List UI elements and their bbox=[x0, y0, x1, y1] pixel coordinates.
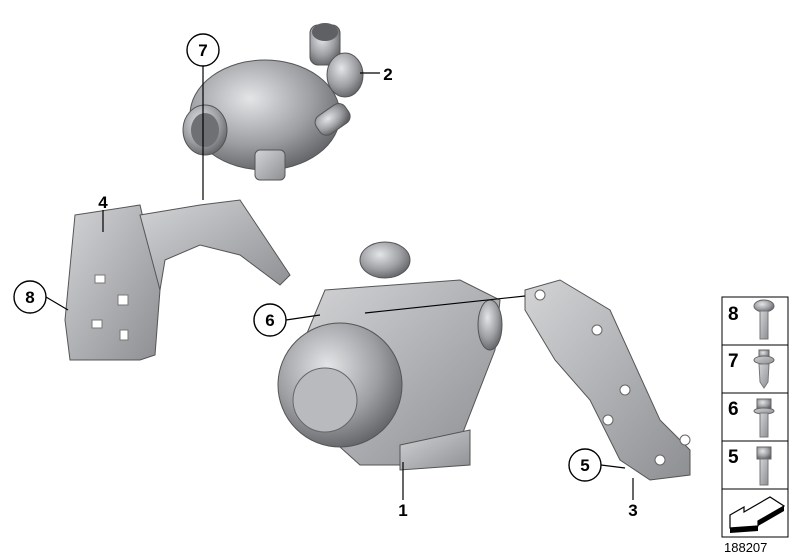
legend-label-8: 8 bbox=[728, 304, 739, 325]
callout-8[interactable]: 8 bbox=[13, 280, 47, 314]
assembly-direction-arrow-icon bbox=[729, 496, 786, 533]
callout-2[interactable]: 2 bbox=[383, 65, 392, 84]
svg-text:5: 5 bbox=[580, 456, 589, 475]
svg-text:1: 1 bbox=[398, 501, 407, 520]
callout-5[interactable]: 5 bbox=[568, 448, 602, 482]
callout-7[interactable]: 7 bbox=[186, 33, 220, 67]
callout-4[interactable]: 4 bbox=[98, 193, 108, 212]
svg-text:7: 7 bbox=[198, 41, 207, 60]
button-head-bolt-icon bbox=[753, 299, 775, 340]
svg-text:6: 6 bbox=[265, 311, 274, 330]
svg-text:4: 4 bbox=[98, 193, 108, 212]
bracket-part bbox=[64, 199, 291, 361]
svg-text:3: 3 bbox=[628, 501, 637, 520]
flange-torx-bolt-icon bbox=[753, 398, 775, 438]
svg-text:8: 8 bbox=[25, 288, 34, 307]
legend-label-7: 7 bbox=[728, 351, 739, 372]
pump-bracket-part bbox=[524, 279, 691, 481]
legend-label-5: 5 bbox=[728, 447, 739, 468]
collar-screw-icon bbox=[753, 349, 775, 389]
callout-6[interactable]: 6 bbox=[253, 303, 287, 337]
water-pump-part bbox=[277, 241, 503, 471]
svg-text:2: 2 bbox=[383, 65, 392, 84]
torx-bolt-icon bbox=[756, 446, 772, 486]
callout-1[interactable]: 1 bbox=[398, 501, 407, 520]
callout-3[interactable]: 3 bbox=[628, 501, 637, 520]
diagram-number: 188207 bbox=[724, 540, 768, 555]
legend-label-6: 6 bbox=[728, 399, 739, 420]
fastener-legend: 8 7 6 5 bbox=[721, 296, 789, 538]
thermostat-housing-part bbox=[182, 23, 364, 181]
